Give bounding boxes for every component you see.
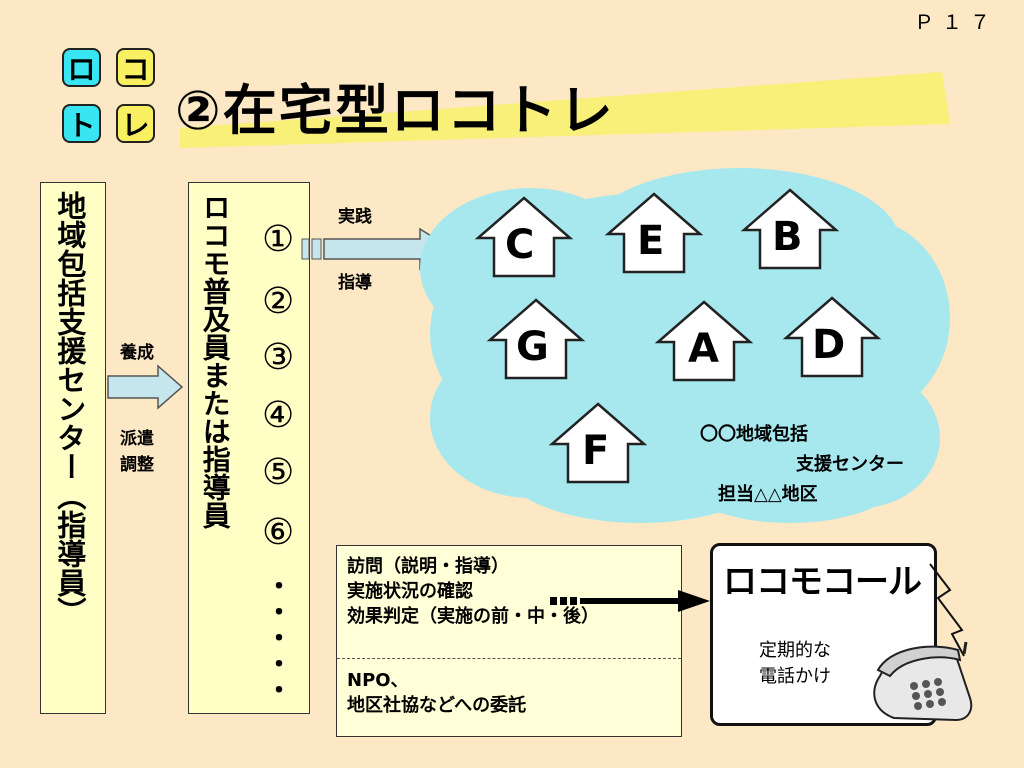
house-label-D: D [812, 322, 846, 368]
number-2: ② [262, 281, 295, 322]
arrow-label-guidance: 指導 [338, 273, 372, 293]
note-line-npo: NPO、 [347, 670, 409, 691]
logo-tile-ro: ロ [62, 48, 101, 87]
dot: ・ [266, 650, 293, 680]
house-label-A: A [688, 326, 719, 372]
arrow-label-adjust: 調整 [120, 455, 154, 475]
house-label-G: G [516, 324, 549, 370]
number-5: ⑤ [262, 452, 295, 493]
house-B [740, 188, 840, 270]
support-center-text: 地域包括支援センター（指導員） [52, 191, 87, 626]
house-D [782, 296, 882, 378]
arrow-label-dispatch: 派遣 [120, 429, 154, 449]
promoter-text: ロコモ普及員または指導員 [198, 193, 232, 529]
logo-tile-to: ト [62, 104, 101, 143]
promoter-box: ロコモ普及員または指導員 [188, 182, 310, 714]
activity-note-box: 訪問（説明・指導） 実施状況の確認 効果判定（実施の前・中・後） NPO、 地区… [336, 545, 682, 737]
house-label-C: C [505, 222, 535, 268]
call-arrow [550, 590, 710, 612]
logo-tile-ko: コ [116, 48, 155, 87]
house-label-E: E [637, 218, 665, 264]
house-G [486, 298, 586, 380]
dot: ・ [266, 676, 293, 706]
cloud-caption-line2: 支援センター [796, 454, 904, 475]
dot: ・ [266, 598, 293, 628]
training-arrow [107, 364, 184, 410]
title-highlight [180, 72, 950, 148]
cloud-caption-line3: 担当△△地区 [718, 484, 818, 505]
house-label-F: F [582, 428, 610, 474]
locomo-call-title: ロコモコール [723, 562, 922, 602]
page-title: ②在宅型ロコトレ [175, 79, 615, 142]
house-F [548, 402, 648, 484]
signal-icon [929, 563, 965, 657]
cloud-caption-line1: 〇〇地域包括 [700, 424, 808, 445]
number-3: ③ [262, 337, 295, 378]
page-number: Ｐ１７ [914, 10, 998, 34]
house-C [474, 196, 574, 278]
number-6: ⑥ [262, 512, 295, 553]
support-center-box: 地域包括支援センター（指導員） [40, 182, 106, 714]
house-label-B: B [772, 214, 803, 260]
note-line-status: 実施状況の確認 [347, 581, 473, 602]
arrow-label-training: 養成 [120, 343, 154, 363]
dot: ・ [266, 624, 293, 654]
house-A [654, 300, 754, 382]
note-line-visit: 訪問（説明・指導） [347, 556, 509, 577]
dot: ・ [266, 572, 293, 602]
note-divider [337, 658, 681, 659]
telephone-icon [873, 641, 973, 722]
note-line-delegation: 地区社協などへの委託 [347, 695, 527, 716]
logo-tile-re: レ [116, 104, 155, 143]
arrow-label-practice: 実践 [338, 207, 372, 227]
number-1: ① [262, 219, 295, 260]
house-E [604, 192, 704, 274]
note-line-evaluation: 効果判定（実施の前・中・後） [347, 606, 599, 627]
number-4: ④ [262, 395, 295, 436]
call-subtitle-line2: 電話かけ [759, 666, 831, 687]
call-subtitle-line1: 定期的な [759, 640, 831, 661]
